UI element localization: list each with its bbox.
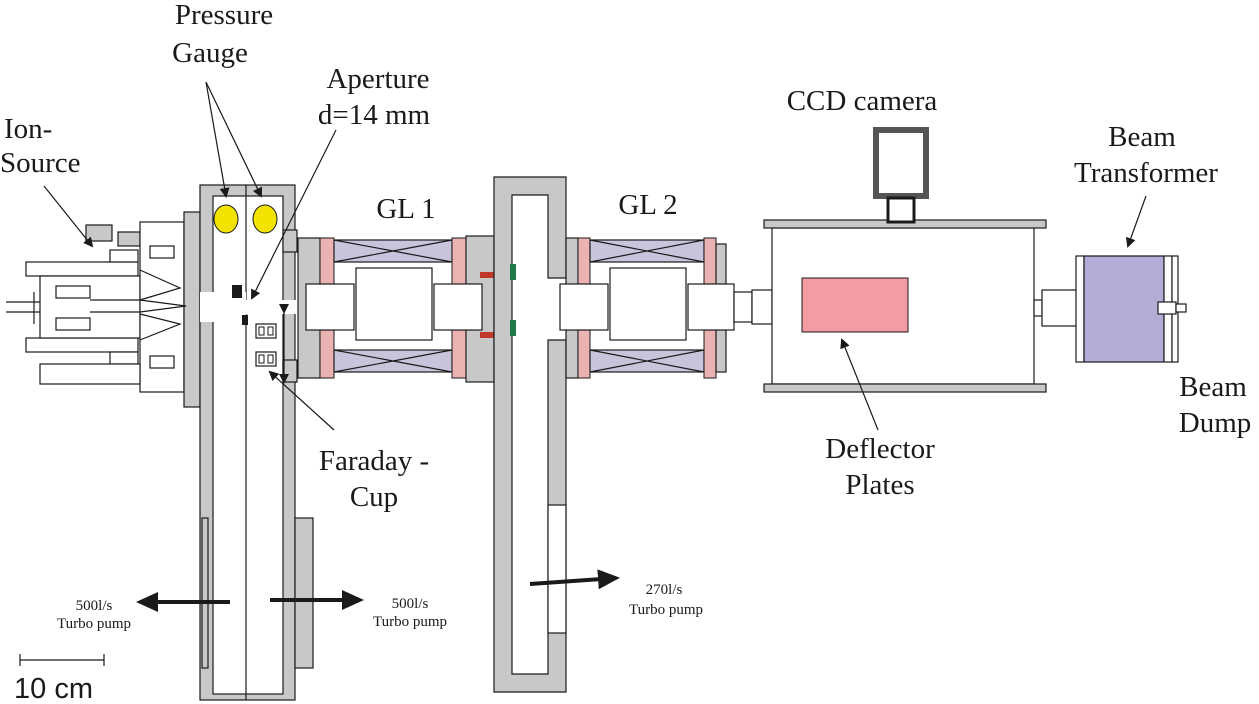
deflector-chamber	[763, 127, 1047, 393]
diagnostic-chamber	[199, 184, 314, 701]
scale-label: 10 cm	[14, 673, 93, 704]
faraday-cup	[255, 304, 289, 384]
pressure-gauge-2	[252, 204, 278, 234]
deflector-plates	[801, 277, 909, 333]
label-aperture-2: d=14 mm	[318, 99, 431, 131]
beam-transformer	[1033, 255, 1187, 363]
label-aperture-1: Aperture	[326, 63, 429, 95]
label-ion-source-1: Ion-	[4, 113, 52, 145]
label-pump1-name: Turbo pump	[57, 616, 131, 632]
label-pressure-gauge-2: Gauge	[172, 37, 248, 69]
pressure-gauge-1	[213, 204, 239, 234]
label-ccd-camera: CCD camera	[787, 85, 938, 117]
label-beam-transformer-2: Transformer	[1074, 157, 1218, 189]
scale-bar: 10 cm	[14, 654, 105, 704]
einzel-lens-gl2	[559, 237, 773, 379]
label-pump3-rate: 270l/s	[646, 582, 683, 598]
label-pump2-rate: 500l/s	[392, 596, 429, 612]
label-faraday-1: Faraday -	[319, 445, 429, 477]
label-pump2-name: Turbo pump	[373, 614, 447, 630]
label-deflector-1: Deflector	[825, 433, 935, 465]
ccd-camera	[873, 127, 929, 199]
annotation-arrows	[43, 81, 1147, 612]
label-faraday-2: Cup	[350, 481, 398, 513]
label-beam-dump-1: Beam	[1179, 371, 1247, 403]
einzel-lens-gl1	[297, 235, 495, 383]
ion-source	[6, 211, 201, 408]
label-beam-dump-2: Dump	[1179, 407, 1252, 439]
label-beam-transformer-1: Beam	[1108, 121, 1176, 153]
labels: Pressure Gauge Aperture d=14 mm Ion- Sou…	[0, 0, 1251, 632]
label-pump3-name: Turbo pump	[629, 602, 703, 618]
label-pump1-rate: 500l/s	[76, 598, 113, 614]
label-ion-source-2: Source	[0, 147, 81, 179]
label-pressure-gauge-1: Pressure	[175, 0, 273, 31]
label-deflector-2: Plates	[845, 469, 914, 501]
label-gl1: GL 1	[376, 193, 435, 225]
label-gl2: GL 2	[618, 189, 677, 221]
pump-chamber	[493, 176, 567, 693]
